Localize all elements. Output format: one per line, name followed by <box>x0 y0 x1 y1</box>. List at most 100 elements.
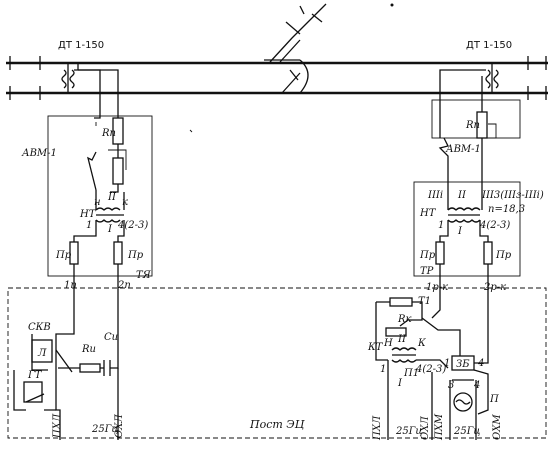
right-t1-switch-icon <box>421 317 461 340</box>
left-skv-switch-icon <box>55 349 73 373</box>
right-tap4-label: 4(2-3) <box>479 220 510 231</box>
right-okhm-label: ОХМ <box>492 414 503 440</box>
left-nt-leads <box>95 190 125 210</box>
right-rp-box <box>431 99 521 139</box>
right-nt-label: НТ <box>419 208 437 219</box>
dt-right-label: ДТ 1-150 <box>466 40 512 51</box>
left-pkhl-label: ПХЛ <box>52 413 63 439</box>
right-rp-label: Rп <box>465 120 480 131</box>
right-fuse2 <box>483 241 493 265</box>
left-okhl-label: ОХЛ <box>114 414 125 438</box>
left-fuse2 <box>113 241 123 265</box>
left-k-label: к <box>122 197 128 208</box>
right-w2b-label: II <box>397 334 407 345</box>
right-zb-label: ЗБ <box>456 359 470 370</box>
left-rail-end-icon <box>6 56 14 100</box>
left-nt-label: НТ <box>79 209 97 220</box>
right-pkhl-label: ПХЛ <box>372 415 383 441</box>
right-zb-wires <box>459 288 489 364</box>
right-w2-label: II <box>457 190 467 201</box>
left-feed-end: ДТ 1-150 Rп АВМ-1 н к II НТ I 1 4(2-3) <box>13 40 153 440</box>
left-skv-label: СКВ <box>28 322 51 333</box>
right-2pk-label: 2р-к <box>483 282 506 293</box>
right-pr2-label: Пр <box>495 250 512 261</box>
right-rail-lead <box>439 69 486 138</box>
left-ri-resistor <box>79 363 101 373</box>
right-w1b-label: I <box>397 378 403 389</box>
left-pkhl-wire <box>55 370 61 440</box>
right-p-arc <box>473 369 489 415</box>
dt-left-label: ДТ 1-150 <box>58 40 104 51</box>
left-avm-switch-icon <box>87 151 97 191</box>
left-tya-label: ТЯ <box>136 270 152 281</box>
left-w2-label: II <box>107 192 117 203</box>
left-ci-label: Си <box>104 332 118 343</box>
right-okhl-label: ОХЛ <box>420 416 431 440</box>
left-rp-slider <box>108 149 127 170</box>
left-feed-wire <box>94 93 101 119</box>
left-tap1-label: 1 <box>86 220 92 231</box>
right-w1-label: I <box>457 226 463 237</box>
right-zb1-label: 1 <box>444 358 450 369</box>
right-avm-label: АВМ-1 <box>445 144 481 155</box>
left-pr1-label: Пр <box>55 250 72 261</box>
right-p1-label: П1 <box>403 368 419 379</box>
right-tr-box <box>413 181 521 277</box>
right-kt-leads <box>387 359 449 440</box>
left-avm-label: АВМ-1 <box>21 148 57 159</box>
right-iii1-label: IIIi <box>427 190 443 201</box>
left-skv-wires <box>31 288 75 371</box>
right-h-label: Н <box>383 338 393 349</box>
left-fuse1 <box>69 241 79 265</box>
right-m4-label: 4 <box>473 380 480 391</box>
left-ri-label: Rи <box>81 344 96 355</box>
right-motor-leads <box>449 379 477 440</box>
right-pkhm-label: ПХМ <box>434 413 445 441</box>
right-tap4b-label: 4(2-3) <box>415 364 446 375</box>
left-pr2-label: Пр <box>127 250 144 261</box>
right-t1-label: Т1 <box>418 296 431 307</box>
left-rail-lead <box>77 63 119 110</box>
right-rk-resistor <box>385 327 407 337</box>
left-rp-label: Rп <box>101 128 116 139</box>
right-relay-end: ДТ 1-150 Rп АВМ-1 IIIi II III3(IIIз-IIIi… <box>367 40 544 441</box>
right-n-label: n=18,3 <box>488 204 525 215</box>
post-boundary <box>7 287 547 439</box>
left-tya-box <box>47 115 153 277</box>
tick-mark <box>189 129 193 133</box>
left-nt-primary-icon <box>95 219 121 223</box>
right-1pk-wire <box>431 288 441 319</box>
left-gt-switch-icon <box>13 370 56 411</box>
right-kt-label: КТ <box>367 342 384 353</box>
left-gt-label: ГТ <box>27 370 43 381</box>
post-label: Пост ЭЦ <box>249 418 305 431</box>
right-t1-wire <box>376 301 423 327</box>
right-fuse1 <box>435 241 445 265</box>
right-iii3-label: III3(IIIз-IIIi) <box>481 190 544 201</box>
right-kt-secondary-icon <box>391 347 417 351</box>
right-nt-secondary-icon <box>447 190 481 211</box>
left-w1-label: I <box>107 224 113 235</box>
right-one-label: 1 <box>380 364 386 375</box>
right-left-loop <box>375 302 388 361</box>
right-nt-primary-icon <box>447 219 481 223</box>
left-rp2-resistor <box>112 157 124 185</box>
left-tap4-label: 4(2-3) <box>117 220 148 231</box>
right-rk-label: Rк <box>397 314 412 325</box>
right-freq1-label: 25Гц <box>395 426 422 437</box>
dot-mark <box>390 3 394 7</box>
left-nt-secondary-icon <box>95 207 121 211</box>
right-p-label: П <box>489 394 499 405</box>
right-tr-label: ТР <box>420 266 434 277</box>
right-k-label: К <box>417 338 426 349</box>
right-upper-resistor <box>389 297 413 307</box>
left-1p-label: 1п <box>64 280 77 291</box>
right-avm-switch-icon <box>438 137 449 190</box>
right-kt-primary-icon <box>391 359 417 363</box>
left-relay-label: Л <box>37 348 47 359</box>
left-h-label: н <box>94 197 101 208</box>
right-freq2-label: 25Гц <box>453 426 480 437</box>
right-motor-wave-icon <box>455 399 471 405</box>
